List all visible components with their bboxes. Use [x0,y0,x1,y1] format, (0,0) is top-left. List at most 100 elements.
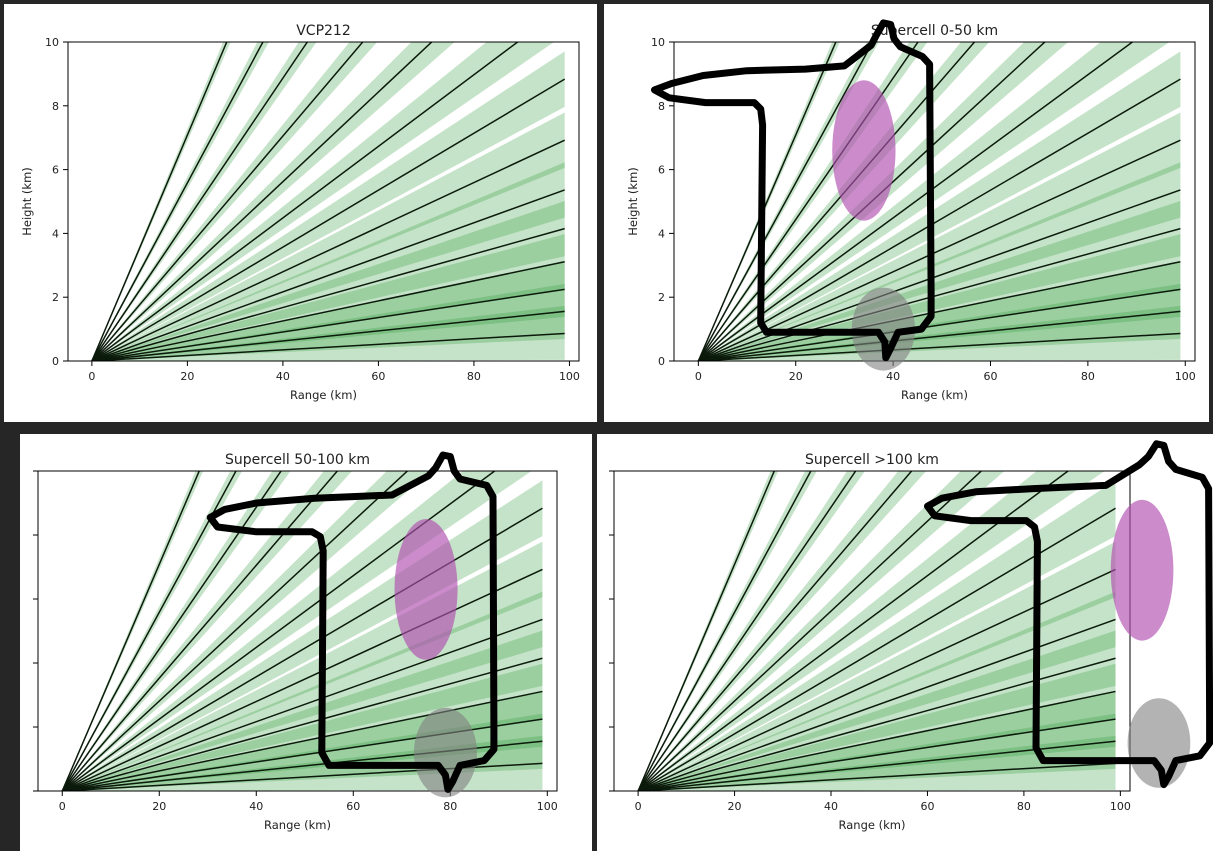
x-tick-label-1: 20 [728,800,742,813]
beam-shading-7 [62,480,543,791]
beam-line-11 [697,42,919,361]
beam-shading-12 [62,471,243,791]
axes-frame [37,470,558,792]
supercell-outline [924,440,1213,789]
beam-line-8 [637,471,1070,791]
x-axis-label: Range (km) [901,388,968,402]
beam-line-12 [61,471,237,791]
x-tick-label-0: 0 [59,800,66,813]
x-axis-label: Range (km) [290,388,357,402]
axes-frame [673,41,1196,362]
supercell-outline [206,451,498,793]
beam-line-13 [697,42,837,361]
y-tick-label-1: 2 [52,291,59,304]
beam-line-7 [91,78,566,361]
beam-line-3 [62,690,543,791]
beam-line-9 [697,42,1046,361]
beam-line-8 [91,42,519,361]
supercell-outline [651,19,935,362]
chart-title: Supercell >100 km [805,452,939,468]
x-tick-label-0: 0 [635,800,642,813]
beam-shading-4 [91,201,565,361]
y-tick-label-4: 8 [52,100,59,113]
x-tick-label-3: 60 [371,370,385,383]
beam-line-13 [637,471,776,791]
x-tick-label-2: 40 [824,800,838,813]
beam-shading-1 [91,283,565,361]
chart-title: Supercell 50-100 km [225,452,370,468]
plot-area [91,42,566,361]
beam-line-12 [697,42,874,361]
mesocyclone-ellipse [394,519,458,660]
beam-shading-6 [91,112,565,361]
beam-line-0 [698,332,1181,361]
beam-shading-0 [91,305,565,361]
beam-shading-8 [91,42,555,361]
beam-line-5 [61,618,543,791]
beam-line-13 [91,42,228,361]
beam-shading-5 [698,162,1181,361]
x-tick-label-3: 60 [920,800,934,813]
beam-shading-0 [638,735,1116,791]
x-tick-label-4: 80 [443,800,457,813]
beam-line-7 [61,507,543,791]
x-tick-label-5: 100 [1110,800,1131,813]
beam-shading-8 [638,471,1105,791]
beam-line-9 [637,471,983,791]
y-tick-label-2: 4 [658,227,665,240]
mesocyclone-ellipse [832,80,896,221]
y-tick-label-0: 0 [52,355,59,368]
beam-shading-4 [698,201,1181,361]
beam-shading-3 [638,663,1116,791]
beam-line-9 [91,42,433,361]
x-tick-label-2: 40 [886,370,900,383]
beam-shading-11 [91,42,317,361]
beam-shading-7 [91,51,565,361]
y-tick-label-0: 0 [658,355,665,368]
beam-shading-3 [62,663,543,791]
x-tick-label-0: 0 [88,370,95,383]
beam-line-10 [637,471,913,791]
beam-line-4 [91,227,565,361]
x-axis-label: Range (km) [839,818,906,832]
beam-line-10 [91,42,364,361]
beam-shading-10 [62,471,353,791]
mesocyclone-ellipse [1110,499,1174,641]
x-tick-label-4: 80 [1081,370,1095,383]
beam-line-12 [637,471,812,791]
beam-line-3 [91,261,565,361]
beam-line-1 [91,310,565,361]
y-tick-label-1: 2 [658,291,665,304]
beam-line-9 [61,471,409,791]
low-level-rotation-ellipse [851,287,916,371]
beam-line-7 [697,78,1181,361]
x-tick-label-4: 80 [467,370,481,383]
x-tick-label-5: 100 [1175,370,1196,383]
beam-shading-10 [91,42,378,361]
beam-line-1 [698,310,1181,361]
x-tick-label-0: 0 [695,370,702,383]
beam-shading-1 [698,283,1181,361]
x-tick-label-1: 20 [180,370,194,383]
axes-frame [67,41,580,362]
beam-shading-7 [698,51,1181,361]
x-tick-label-2: 40 [249,800,263,813]
beam-shading-12 [91,42,269,361]
beam-shading-1 [638,713,1116,791]
beam-shading-13 [698,42,840,361]
x-axis-label: Range (km) [264,818,331,832]
beam-line-6 [698,139,1181,361]
beam-shading-9 [91,42,455,361]
beam-shading-0 [698,305,1181,361]
y-tick-label-2: 4 [52,227,59,240]
beam-shading-6 [698,112,1181,361]
x-tick-label-5: 100 [537,800,558,813]
y-tick-label-3: 6 [658,164,665,177]
x-tick-label-1: 20 [789,370,803,383]
low-level-rotation-ellipse [413,707,477,798]
